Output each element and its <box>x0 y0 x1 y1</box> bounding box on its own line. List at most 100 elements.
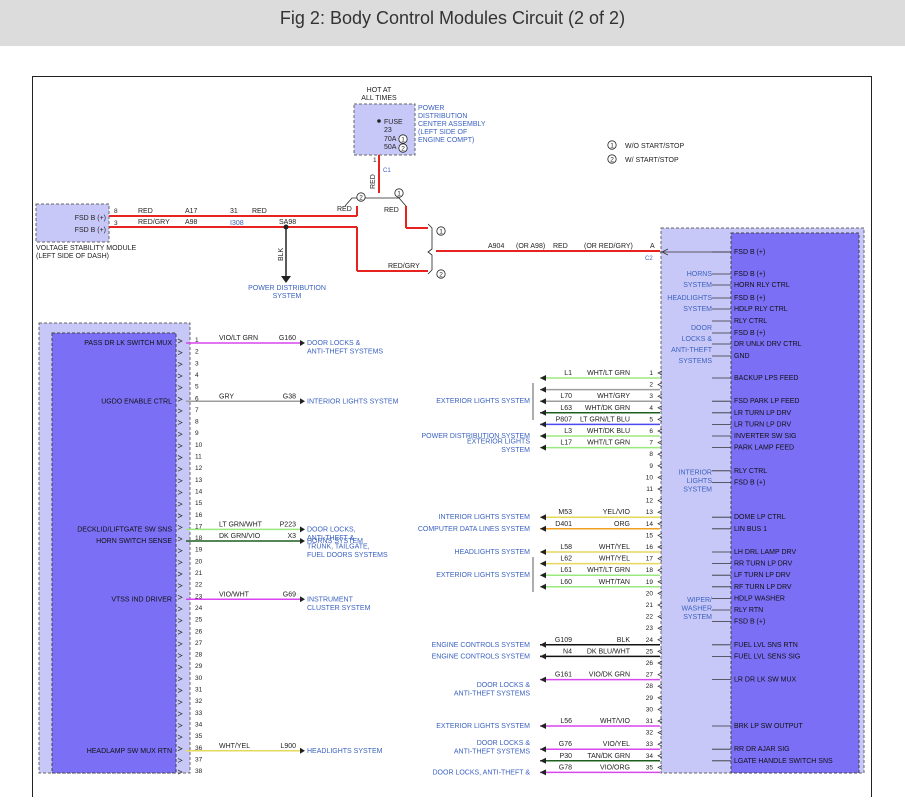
left-pin-chevron <box>177 688 183 693</box>
right-pin-number: 7 <box>649 440 653 447</box>
right-pin-label: LIN BUS 1 <box>734 526 767 533</box>
right-wire-color: TAN/DK GRN <box>587 753 630 760</box>
right-wire-dest: EXTERIOR LIGHTS SYSTEM <box>436 723 530 730</box>
left-pin-chevron <box>177 583 183 588</box>
right-pin-chevron <box>657 405 663 411</box>
left-pin-chevron <box>177 396 183 402</box>
right-wire-circuit: G76 <box>559 741 572 748</box>
right-group-label: WASHER <box>682 606 712 613</box>
right-pin-number: 17 <box>646 556 654 563</box>
hot-at-all-times-label: HOT AT <box>367 87 392 94</box>
left-arrow-icon <box>540 421 546 428</box>
right-wire-circuit: D401 <box>555 521 572 528</box>
left-pin-chevron <box>177 664 183 670</box>
right-pin-chevron <box>657 625 663 631</box>
vsm-wire-color-2: RED/GRY <box>138 219 170 226</box>
vsm-wire-color-1: RED <box>138 208 153 215</box>
left-pin-number: 31 <box>195 687 203 694</box>
right-group-label: SYSTEM <box>683 486 712 493</box>
right-pin-chevron <box>657 579 663 585</box>
left-pin-number: 18 <box>195 535 203 542</box>
right-pin-chevron <box>657 602 663 608</box>
right-wire-circuit: L62 <box>560 556 572 563</box>
left-arrow-icon <box>540 433 546 439</box>
right-pin-number: 18 <box>646 567 654 574</box>
left-arrow-icon <box>540 746 546 753</box>
right-wire-circuit: G78 <box>559 764 572 771</box>
right-pin-label: INVERTER SW SIG <box>734 433 797 440</box>
left-pin-chevron <box>177 350 183 355</box>
right-pin-chevron <box>657 765 663 770</box>
left-arrow-icon <box>540 723 546 729</box>
right-pin-chevron <box>657 614 663 619</box>
left-pin-chevron <box>177 618 183 623</box>
right-pin-label: LR TURN LP DRV <box>734 410 792 417</box>
left-pin-number: 17 <box>195 523 203 530</box>
right-wire-color: WHT/YEL <box>599 556 630 563</box>
right-pin-number: 2 <box>649 382 653 389</box>
right-wire-color: WHT/LT GRN <box>587 567 630 574</box>
right-pin-label: LR TURN LP DRV <box>734 421 792 428</box>
right-top-group-label: DOOR <box>691 325 712 332</box>
right-pin-chevron <box>657 672 663 677</box>
right-wire-dest: EXTERIOR LIGHTS <box>467 439 530 446</box>
right-wire-dest: ENGINE CONTROLS SYSTEM <box>432 642 531 649</box>
right-wire-dest: ANTI-THEFT SYSTEMS <box>454 749 530 756</box>
left-pin-chevron <box>177 361 183 367</box>
right-pin-label: BACKUP LPS FEED <box>734 375 798 382</box>
right-pin-chevron <box>657 660 663 666</box>
right-wire-dest: COMPUTER DATA LINES SYSTEM <box>418 526 530 533</box>
left-arrow-icon <box>540 386 546 393</box>
left-wire-color: DK GRN/VIO <box>219 533 261 540</box>
right-wire-dest: INTERIOR LIGHTS SYSTEM <box>439 514 531 521</box>
right-wire-circuit: L3 <box>564 428 572 435</box>
fuse-dot <box>377 119 381 123</box>
left-wire-dest: HORNS SYSTEM <box>307 538 363 545</box>
fuse-rating-2-marker: 2 <box>401 145 405 152</box>
left-pin-number: 19 <box>195 547 203 554</box>
left-pin-chevron <box>177 501 183 507</box>
right-arrow-icon <box>300 340 305 346</box>
left-pin-number: 24 <box>195 605 203 612</box>
left-pin-number: 29 <box>195 663 203 670</box>
left-pin-number: 23 <box>195 593 203 600</box>
right-wire-color: WHT/GRY <box>597 393 630 400</box>
left-pin-chevron <box>177 455 183 460</box>
left-wire-circuit: G69 <box>283 591 296 598</box>
right-pin-number: 11 <box>646 486 653 493</box>
right-pin-label: RR TURN LP DRV <box>734 561 793 568</box>
right-pin-chevron <box>657 753 663 759</box>
left-pin-chevron <box>177 723 183 728</box>
left-wire-dest: ANTI-THEFT SYSTEMS <box>307 349 383 356</box>
right-pin-number: 5 <box>649 416 653 423</box>
left-pin-number: 5 <box>195 384 199 391</box>
left-wire-color: VIO/LT GRN <box>219 335 258 342</box>
vsm-circuit-2: A98 <box>185 219 198 226</box>
left-pin-label: VTSS IND DRIVER <box>111 596 172 603</box>
right-group-label: INTERIOR <box>679 469 712 476</box>
right-pin-chevron <box>657 695 663 701</box>
right-pin-label: RLY RTN <box>734 607 763 614</box>
right-wire-color: WHT/VIO <box>600 718 630 725</box>
a904-connector: C2 <box>645 256 653 262</box>
right-pin-chevron <box>657 533 663 538</box>
left-pin-number: 12 <box>195 465 203 472</box>
right-wire-color: WHT/TAN <box>599 579 630 586</box>
left-pin-chevron <box>177 408 183 414</box>
vsm-pin-num-1: 8 <box>114 208 118 215</box>
vsm-pin-num-2: 3 <box>114 220 118 227</box>
right-pin-chevron <box>657 498 663 503</box>
right-pin-chevron <box>657 741 663 747</box>
right-wire-dest: DOOR LOCKS, ANTI-THEFT & <box>433 769 531 776</box>
left-arrow-icon <box>540 757 546 764</box>
left-pin-chevron <box>177 466 183 472</box>
left-pin-number: 7 <box>195 407 199 414</box>
right-pin-label: FUEL LVL SNS RTN <box>734 642 798 649</box>
right-pin-number: 22 <box>646 614 654 621</box>
option-2-marker: 2 <box>359 194 363 201</box>
right-pin-chevron <box>657 440 663 445</box>
left-pin-number: 13 <box>195 477 203 484</box>
right-pin-chevron <box>657 428 663 434</box>
right-pin-number: 19 <box>646 579 654 586</box>
right-wire-color: BLK <box>617 637 631 644</box>
